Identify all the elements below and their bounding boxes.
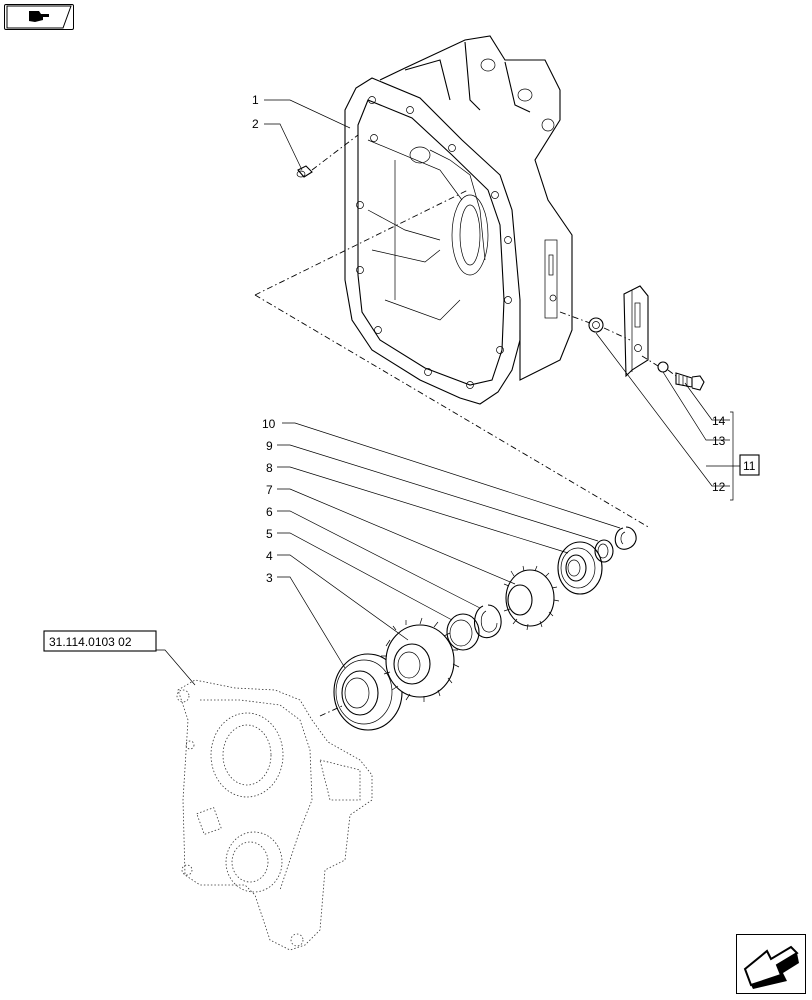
snap-ring-10	[614, 526, 637, 550]
bolt-14	[675, 372, 705, 391]
callout-9: 9	[266, 439, 273, 453]
callout-3: 3	[266, 571, 273, 585]
callout-5: 5	[266, 527, 273, 541]
next-nav-button[interactable]	[736, 934, 806, 994]
callout-7: 7	[266, 483, 273, 497]
cover-plate	[623, 285, 649, 378]
dowel-pin	[296, 165, 313, 178]
callout-14: 14	[712, 414, 726, 428]
callout-2: 2	[252, 117, 259, 131]
gear-4	[381, 617, 460, 702]
washer-13	[657, 361, 669, 373]
callout-6: 6	[266, 505, 273, 519]
gear-7	[503, 565, 560, 631]
snap-ring-6	[474, 604, 502, 639]
spacer-ring-5	[446, 613, 480, 651]
back-nav-button[interactable]	[4, 4, 74, 30]
callout-4: 4	[266, 549, 273, 563]
bearing-8	[557, 541, 603, 595]
spacer-ring-9	[594, 539, 614, 563]
callout-12: 12	[712, 480, 726, 494]
callout-labels: 1 2 3 4 5 6 7 8 9 10 12 13 14	[252, 93, 726, 585]
transmission-housing	[344, 35, 573, 405]
callout-8: 8	[266, 461, 273, 475]
callout-13: 13	[712, 434, 726, 448]
arrow-page-icon	[743, 945, 799, 989]
callout-1: 1	[252, 93, 259, 107]
hand-pointing-icon	[6, 5, 72, 29]
leader-lines	[150, 99, 740, 686]
referenced-housing-ghost	[176, 679, 373, 951]
callout-10: 10	[262, 417, 276, 431]
washer-12	[588, 317, 604, 333]
group-label-11[interactable]: 11	[739, 454, 760, 476]
reference-label: 31.114.0103 02	[49, 635, 132, 649]
reference-link[interactable]: 31.114.0103 02	[43, 630, 157, 652]
group-label-text: 11	[743, 459, 756, 473]
